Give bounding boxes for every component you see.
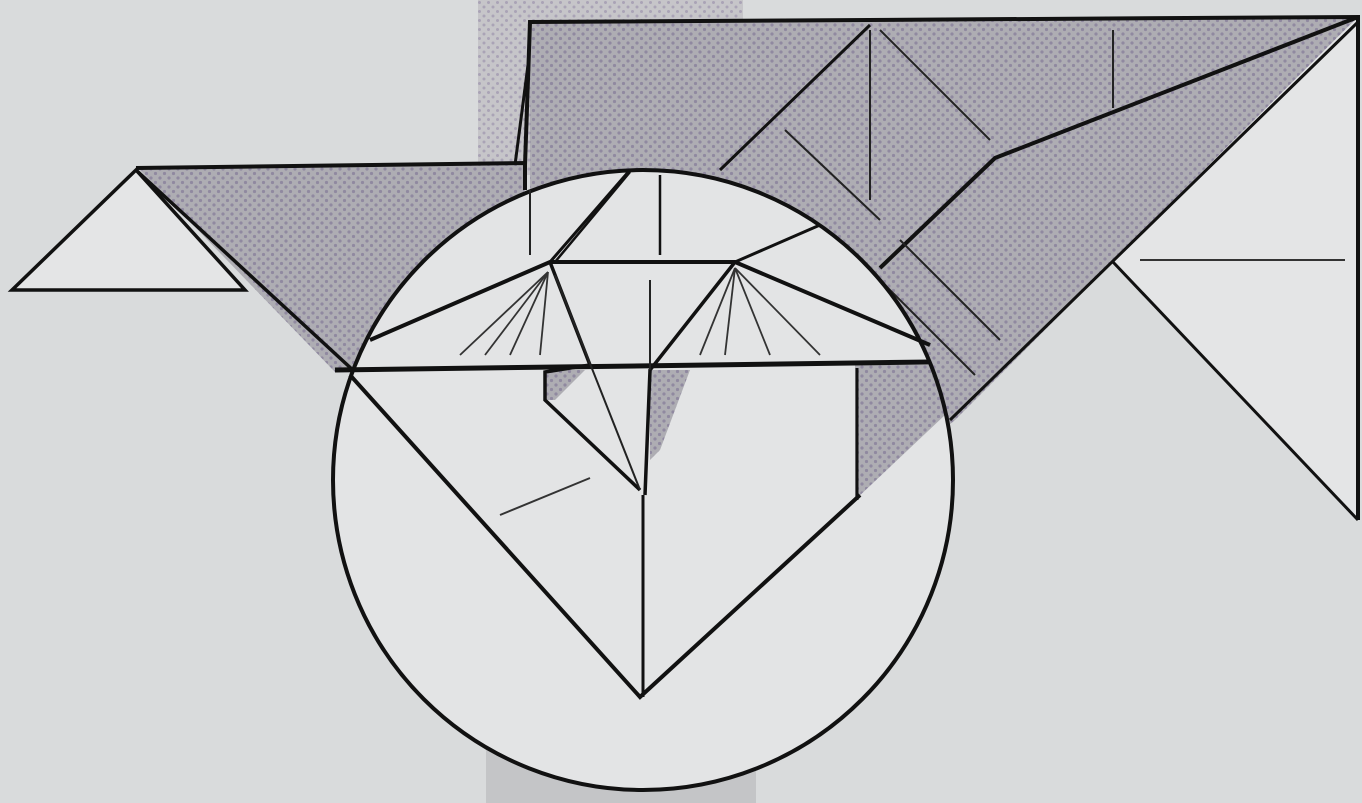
diagram-svg [0, 0, 1362, 803]
origami-diagram [0, 0, 1362, 803]
